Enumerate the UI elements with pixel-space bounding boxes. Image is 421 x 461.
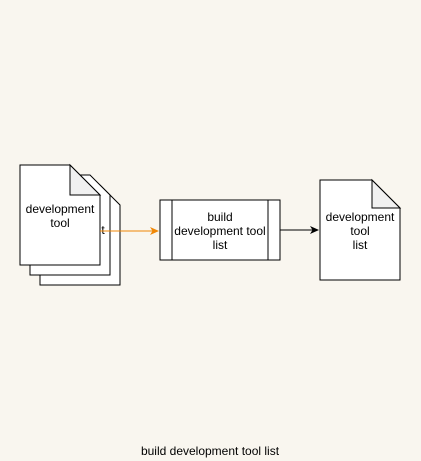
output-label-line3: list xyxy=(353,238,368,252)
input-label-line1: development xyxy=(26,202,95,216)
process-label-line3: list xyxy=(213,238,228,252)
process-label-line1: build xyxy=(207,210,232,224)
output-label-line2: tool xyxy=(350,224,369,238)
document-page-front: development tool xyxy=(19,163,102,266)
hidden-page-label-fragment: t xyxy=(101,223,105,237)
input-documents-node[interactable]: t development tool xyxy=(19,163,121,286)
output-label-line1: development xyxy=(326,210,395,224)
input-label-line2: tool xyxy=(50,216,69,230)
process-label-line2: development tool xyxy=(174,224,265,238)
output-document-node[interactable]: development tool list xyxy=(319,178,402,281)
diagram-caption: build development tool list xyxy=(141,444,280,458)
process-node[interactable]: build development tool list xyxy=(159,199,281,261)
